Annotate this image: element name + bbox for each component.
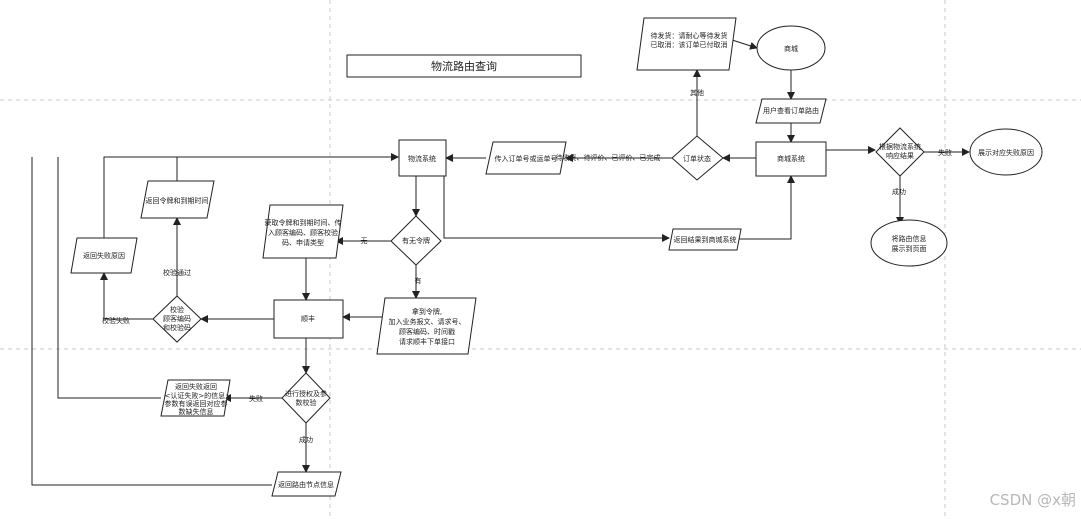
- edge-label-success-top: 成功: [892, 187, 906, 196]
- status-note-node: [636, 17, 737, 71]
- auth-check-node: [281, 372, 331, 424]
- sf-node: [273, 299, 344, 339]
- page-title: 物流路由查询: [431, 59, 497, 73]
- status-note-line-1: 待发货：请耐心等待发货: [651, 31, 728, 40]
- result-decision-node: [875, 127, 925, 177]
- get-token-line-3: 码、申请类型: [282, 238, 324, 247]
- auth-fail-line-4: 数缺失信息: [179, 407, 214, 416]
- mall-label: 商城: [784, 44, 798, 53]
- title-box: [346, 54, 582, 78]
- edge-fail-loop: [103, 153, 399, 238]
- result-decision-line-2: 响应结果: [886, 151, 914, 160]
- nodes: [70, 17, 1043, 497]
- auth-fail-node: [160, 379, 231, 417]
- edge-note-to-mall: [728, 38, 758, 50]
- edge-label-other: 其他: [690, 88, 704, 97]
- node-labels: 物流路由查询 待发货：请耐心等待发货 已取消：该订单已付取消 商城 用户查看订单…: [83, 31, 1034, 489]
- has-token-label: 有无令牌: [402, 236, 430, 245]
- verify-line-3: 和校验码: [163, 323, 191, 332]
- auth-check-line-1: 进行授权及参: [285, 389, 327, 398]
- edge-return-to-mallsys: [737, 175, 795, 240]
- auth-fail-line-3: 参数有误返回对应参: [165, 399, 228, 408]
- csdn-watermark: CSDN @x朝: [990, 491, 1076, 509]
- edge-labels: 其他 待收货、待评价、已评价、已完成 失败 成功 无 有 校验通过 校验失败 失…: [102, 88, 952, 444]
- edge-label-success-bottom: 成功: [299, 435, 313, 444]
- user-view-label: 用户查看订单路由: [763, 106, 819, 115]
- edge-label-none: 无: [361, 237, 368, 245]
- return-token-label: 返回令牌和到期时间: [146, 196, 209, 205]
- verify-line-1: 校验: [170, 305, 184, 314]
- edge-authfail-loop: [57, 157, 161, 399]
- route-info-node: [870, 219, 948, 267]
- return-token-node: [140, 180, 215, 219]
- status-note-line-2: 已取消：该订单已付取消: [651, 40, 728, 49]
- return-fail-label: 返回失败原因: [83, 251, 125, 260]
- has-token-node: [390, 215, 442, 266]
- get-token-node: [262, 204, 344, 259]
- input-order-label: 传入订单号或运单号: [495, 154, 558, 163]
- input-order-node: [485, 141, 567, 175]
- sf-label: 顺丰: [301, 314, 315, 323]
- take-token-line-1: 拿到令牌,: [412, 307, 442, 316]
- order-status-node: [671, 135, 724, 181]
- auth-fail-line-2: <认证失败>的信息;: [164, 391, 227, 400]
- logistics-system-label: 物流系统: [408, 154, 436, 163]
- mall-system-node: [755, 141, 827, 177]
- route-info-line-2: 展示到页面: [892, 245, 927, 253]
- edge-label-has: 有: [415, 276, 422, 285]
- auth-fail-line-1: 返回失败返回: [175, 382, 217, 391]
- get-token-line-2: 入顾客编码、顾客校验: [268, 228, 338, 237]
- show-fail-node: [969, 128, 1043, 176]
- show-fail-label: 展示对应失败原因: [978, 148, 1034, 157]
- return-result-label: 返回结果到商城系统: [674, 235, 737, 244]
- verify-line-2: 顾客编码: [163, 314, 191, 323]
- edge-logistics-to-return: [443, 176, 670, 242]
- edge-route-loop: [31, 157, 272, 486]
- mall-node: [756, 25, 826, 71]
- edge-label-fail-top: 失败: [938, 148, 952, 157]
- edge-verify-fail: [100, 272, 153, 320]
- return-result-node: [668, 228, 742, 251]
- return-route-label: 返回路由节点信息: [278, 480, 334, 489]
- return-fail-node: [70, 237, 138, 274]
- take-token-line-4: 请求顺丰下单接口: [399, 337, 455, 346]
- user-view-node: [755, 98, 827, 124]
- take-token-line-3: 顾客编码、时间戳: [399, 327, 455, 336]
- route-info-line-1: 将路由信息: [892, 234, 927, 243]
- edge-label-statuses: 待收货、待评价、已评价、已完成: [556, 153, 661, 162]
- connectors: [31, 38, 970, 486]
- logistics-system-node: [398, 139, 447, 177]
- edge-label-fail-bottom: 失败: [249, 394, 263, 403]
- edge-label-verify-fail: 校验失败: [102, 316, 130, 325]
- auth-check-line-2: 数校验: [296, 398, 317, 407]
- take-token-node: [376, 297, 477, 355]
- mall-system-label: 商城系统: [777, 154, 805, 163]
- get-token-line-1: 获取令牌和到期时间、传: [265, 218, 342, 227]
- result-decision-line-1: 根据物流系统: [879, 142, 921, 151]
- edge-label-verify-pass: 校验通过: [163, 268, 191, 277]
- return-route-node: [271, 471, 342, 497]
- take-token-line-2: 加入业务报文、请求号、: [389, 317, 466, 326]
- verify-node: [152, 295, 202, 343]
- order-status-label: 订单状态: [683, 154, 711, 163]
